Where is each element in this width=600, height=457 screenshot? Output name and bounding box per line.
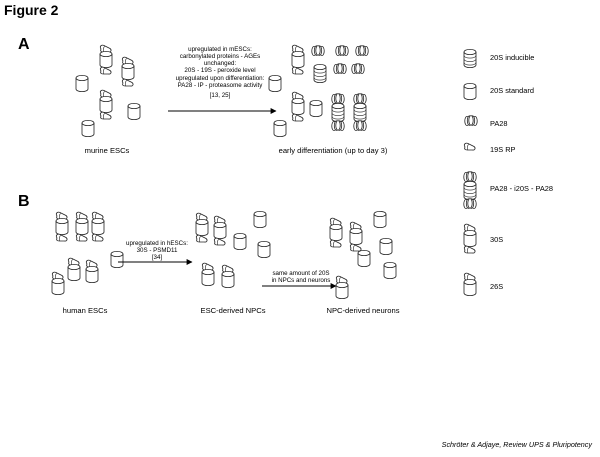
30s-proteasome <box>76 212 88 241</box>
30s-proteasome <box>350 222 362 251</box>
19s-rp-icon <box>463 142 476 151</box>
arrow-text-line: upregulated in hESCs: <box>126 240 188 247</box>
26s-proteasome <box>202 263 214 285</box>
20s-standard-proteasome <box>81 120 95 138</box>
30s-proteasome <box>292 92 304 121</box>
30s-proteasome <box>122 57 134 86</box>
caption-esc-derived-npcs: ESC-derived NPCs <box>200 306 266 315</box>
figure-title: Figure 2 <box>4 2 59 18</box>
pa28-cap <box>335 45 349 56</box>
20s-inducible-icon <box>463 49 477 68</box>
30s-proteasome <box>100 90 112 119</box>
arrow-text-line: upregulated upon differentiation: <box>175 74 265 82</box>
legend <box>463 49 478 295</box>
26s-proteasome <box>68 258 80 280</box>
credit-line: Schröter & Adjaye, Review UPS & Pluripot… <box>441 439 592 449</box>
arrow-text-line: same amount of 20S <box>272 270 330 277</box>
legend-label-20s-inducible: 20S inducible <box>490 53 535 62</box>
30s-proteasome <box>92 212 104 241</box>
20s-standard-proteasome <box>379 237 393 256</box>
caption-npc-derived-neurons: NPC-derived neurons <box>326 306 400 315</box>
30s-proteasome <box>330 218 342 247</box>
20s-standard-proteasome <box>373 210 387 229</box>
legend-label-pa28-i20s-pa28: PA28 - i20S - PA28 <box>490 184 553 193</box>
panel-a-label: A <box>18 36 30 53</box>
30s-proteasome <box>100 45 112 74</box>
panel-b-npcs-group <box>196 210 271 287</box>
arrow-text-line: [34] <box>151 254 163 262</box>
legend-label-30s: 30S <box>490 235 504 244</box>
20s-standard-proteasome <box>268 75 282 92</box>
arrow-text-line: unchanged: <box>203 60 237 68</box>
20s-standard-proteasome <box>253 210 267 229</box>
arrow-text-line: in NPCs and neurons <box>271 277 331 285</box>
legend-label-26s: 26S <box>490 282 504 291</box>
arrow-text-line: carbonylated proteins - AGEs <box>179 53 261 61</box>
pa28-i20s-pa28-icon <box>464 172 476 209</box>
panel-b-human-escs-group <box>52 212 124 294</box>
30s-proteasome <box>292 45 304 74</box>
26s-proteasome <box>52 272 64 294</box>
caption-murine-escs: murine ESCs <box>84 146 130 155</box>
26s-proteasome <box>222 265 234 287</box>
panel-b-label: B <box>18 193 30 210</box>
20s-standard-proteasome <box>233 232 247 251</box>
legend-label-19s-rp: 19S RP <box>490 145 516 154</box>
arrow-text-line: 30S - PSMD11 <box>136 247 178 255</box>
pa28-cap <box>351 63 365 74</box>
caption-human-escs: human ESCs <box>62 306 108 315</box>
20s-standard-proteasome <box>383 261 397 280</box>
26s-proteasome <box>86 260 98 282</box>
20s-standard-proteasome <box>257 240 271 259</box>
arrow-text-line: PA28 - IP - proteasome activity <box>177 81 263 89</box>
26s-icon <box>464 273 476 295</box>
30s-icon <box>464 224 476 253</box>
30s-proteasome <box>214 216 226 245</box>
pa28-i20s-pa28-proteasome <box>354 94 366 131</box>
caption-early-differentiation: early differentiation (up to day 3) <box>278 146 388 155</box>
26s-proteasome <box>336 276 348 298</box>
20s-standard-proteasome <box>357 249 371 268</box>
20s-standard-proteasome <box>75 75 89 92</box>
20s-inducible-proteasome <box>313 64 327 83</box>
20s-standard-proteasome <box>127 103 141 120</box>
panel-b-neurons-group <box>330 210 397 298</box>
pa28-cap <box>333 63 347 74</box>
pa28-icon <box>464 115 478 126</box>
panel-b-arrow2-text: same amount of 20S in NPCs and neurons <box>262 270 340 284</box>
panel-b-arrow1-text: upregulated in hESCs: 30S - PSMD11 [34] <box>118 240 196 261</box>
panel-a-early-differentiation-group <box>268 45 369 138</box>
pa28-cap <box>311 45 325 56</box>
legend-label-pa28: PA28 <box>490 119 508 128</box>
30s-proteasome <box>56 212 68 241</box>
arrow-text-line: [13, 25] <box>209 91 231 99</box>
arrow-text-line: upregulated in mESCs: <box>188 46 252 53</box>
30s-proteasome <box>196 213 208 242</box>
pa28-cap <box>355 45 369 56</box>
20s-standard-icon <box>463 83 477 100</box>
20s-standard-proteasome <box>110 250 124 269</box>
arrow-text-line: 20S - 19S - peroxide level <box>184 67 256 75</box>
panel-a-murine-escs-group <box>75 45 141 138</box>
pa28-i20s-pa28-proteasome <box>332 94 344 131</box>
20s-standard-proteasome <box>273 120 287 138</box>
panel-a-arrow-text: upregulated in mESCs: carbonylated prote… <box>168 46 272 99</box>
20s-standard-proteasome <box>309 100 323 117</box>
legend-label-20s-standard: 20S standard <box>490 86 534 95</box>
